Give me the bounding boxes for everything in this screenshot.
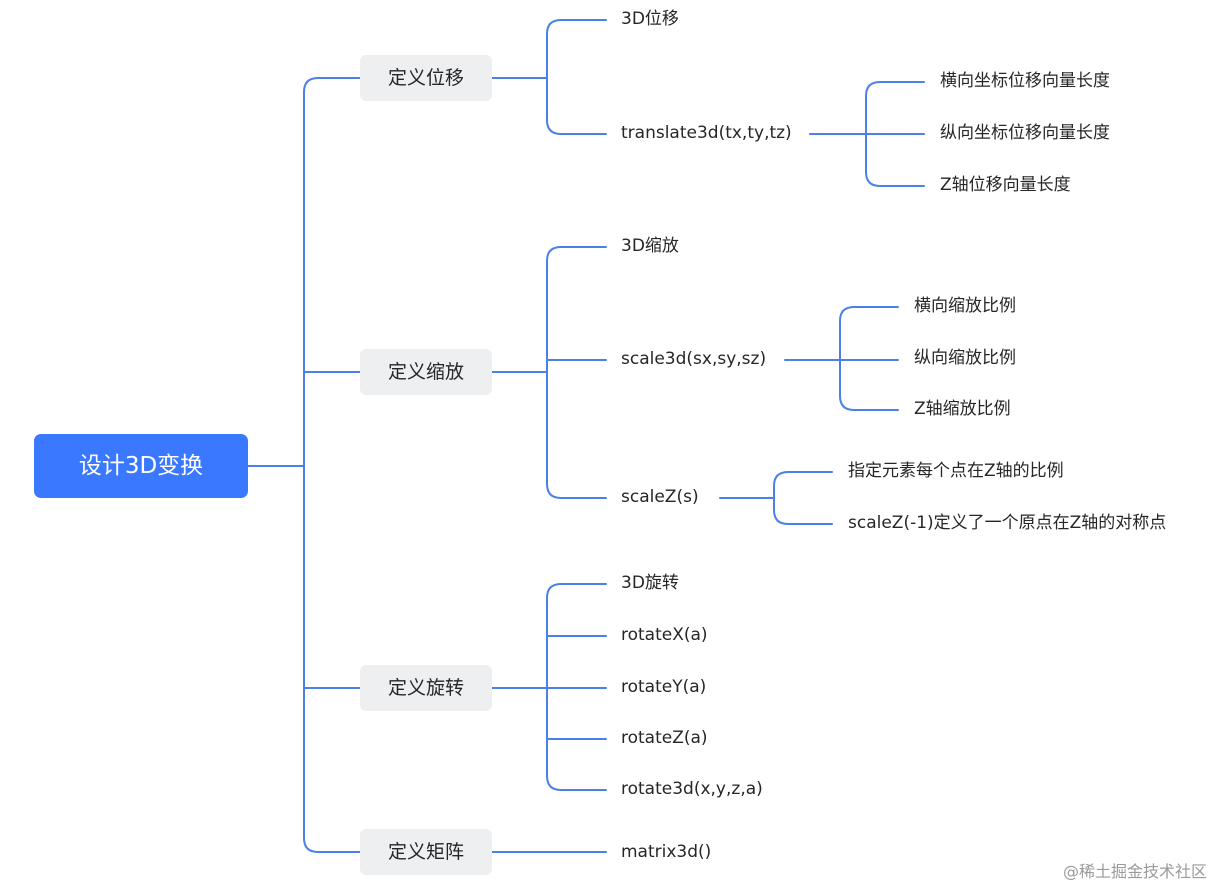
leaf-rotatey[interactable]: rotateY(a) [621, 677, 707, 697]
leaf-scale-x-ratio[interactable]: 横向缩放比例 [914, 296, 1016, 316]
leaf-scalez[interactable]: scaleZ(s) [621, 487, 699, 507]
leaf-scale-y-ratio[interactable]: 纵向缩放比例 [914, 348, 1016, 368]
leaf-scalez-mirror[interactable]: scaleZ(-1)定义了一个原点在Z轴的对称点 [848, 513, 1167, 533]
leaf-translate-x-length[interactable]: 横向坐标位移向量长度 [940, 71, 1110, 91]
leaf-scale-z-ratio[interactable]: Z轴缩放比例 [914, 399, 1011, 419]
leaf-rotatex[interactable]: rotateX(a) [621, 625, 708, 645]
leaf-rotate3d[interactable]: rotate3d(x,y,z,a) [621, 779, 763, 799]
leaf-3d-scale[interactable]: 3D缩放 [621, 236, 679, 256]
root-node[interactable]: 设计3D变换 [34, 434, 248, 498]
leaf-translate-y-length[interactable]: 纵向坐标位移向量长度 [940, 123, 1110, 143]
branch-node-matrix[interactable]: 定义矩阵 [360, 829, 492, 875]
leaf-scalez-point-ratio[interactable]: 指定元素每个点在Z轴的比例 [848, 461, 1064, 481]
leaf-rotatez[interactable]: rotateZ(a) [621, 728, 708, 748]
branch-node-rotate[interactable]: 定义旋转 [360, 665, 492, 711]
leaf-3d-translate[interactable]: 3D位移 [621, 9, 679, 29]
branch-node-scale[interactable]: 定义缩放 [360, 349, 492, 395]
leaf-translate-z-length[interactable]: Z轴位移向量长度 [940, 175, 1071, 195]
leaf-scale3d[interactable]: scale3d(sx,sy,sz) [621, 349, 767, 369]
branch-node-translate[interactable]: 定义位移 [360, 55, 492, 101]
watermark: @稀土掘金技术社区 [1062, 862, 1207, 881]
leaf-matrix3d[interactable]: matrix3d() [621, 842, 712, 862]
leaf-3d-rotate[interactable]: 3D旋转 [621, 573, 679, 593]
leaf-translate3d[interactable]: translate3d(tx,ty,tz) [621, 123, 792, 143]
